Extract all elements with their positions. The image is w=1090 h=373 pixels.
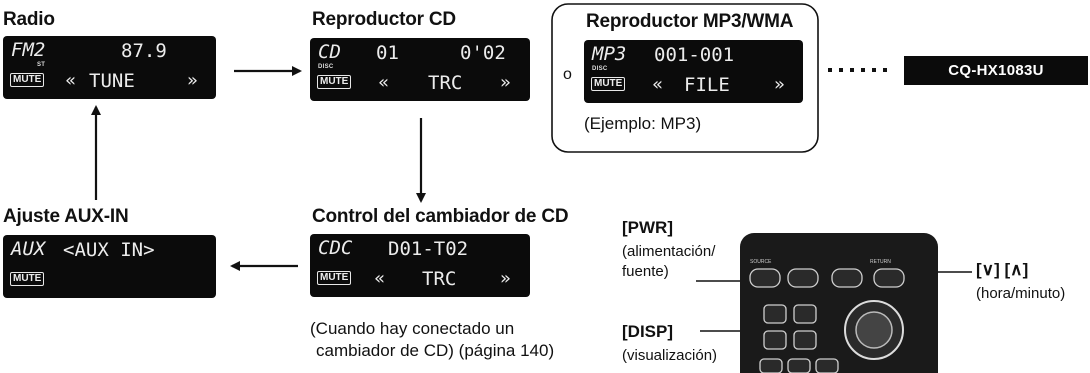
disc-indicator: DISC (592, 66, 608, 72)
cd-function: TRC (428, 72, 463, 94)
radio-frequency: 87.9 (121, 40, 167, 62)
chevron-right-icon: » (500, 72, 512, 93)
disp-desc: (visualización) (622, 347, 718, 364)
pwr-desc-line2: fuente) (622, 263, 669, 280)
mp3-mode: MP3 (592, 43, 627, 65)
mute-indicator: MUTE (317, 271, 352, 285)
aux-display: AUX <AUX IN> MUTE (3, 235, 216, 298)
chevron-left-icon: « (374, 268, 386, 289)
mp3-frame (551, 3, 819, 153)
mp3-file-number: 001-001 (654, 44, 735, 66)
changer-note-line1: (Cuando hay conectado un (310, 319, 515, 338)
disc-indicator: DISC (318, 64, 334, 70)
changer-heading: Control del cambiador de CD (312, 206, 569, 227)
chevron-left-icon: « (65, 70, 77, 91)
stereo-indicator: ST (37, 62, 46, 68)
up-down-desc: (hora/minuto) (976, 285, 1066, 302)
mp3-note: (Ejemplo: MP3) (584, 114, 702, 133)
changer-note-line2: cambiador de CD) (página 140) (316, 341, 555, 360)
disp-label: [DISP] (622, 322, 673, 341)
mp3-heading: Reproductor MP3/WMA (586, 11, 794, 32)
aux-heading: Ajuste AUX-IN (3, 206, 129, 227)
mp3-display: MP3 DISC 001-001 MUTE « FILE » (584, 40, 803, 103)
mp3-function: FILE (684, 74, 730, 96)
cd-time: 0'02 (460, 42, 506, 64)
cd-display: CD DISC 01 0'02 MUTE « TRC » (310, 38, 530, 101)
aux-mode: AUX (11, 238, 46, 260)
changer-display: CDC D01-T02 MUTE « TRC » (310, 234, 530, 297)
or-label: o (563, 66, 572, 83)
cd-heading: Reproductor CD (312, 9, 456, 30)
control-panel: SOURCE RETURN (740, 233, 938, 373)
pwr-label: [PWR] (622, 218, 673, 237)
cd-track: 01 (376, 42, 399, 64)
changer-function: TRC (422, 268, 457, 290)
chevron-left-icon: « (378, 72, 390, 93)
up-down-label: [∨] [∧] (976, 260, 1029, 279)
radio-mode: FM2 (11, 39, 46, 61)
mute-indicator: MUTE (10, 73, 45, 87)
svg-text:SOURCE: SOURCE (750, 259, 772, 265)
cd-mode: CD (318, 41, 341, 63)
aux-value: <AUX IN> (63, 239, 155, 261)
radio-function: TUNE (89, 70, 135, 92)
mute-indicator: MUTE (10, 272, 45, 286)
chevron-right-icon: » (774, 74, 786, 95)
radio-heading: Radio (3, 9, 55, 30)
radio-display: FM2 ST 87.9 MUTE « TUNE » (3, 36, 216, 99)
pwr-desc-line1: (alimentación/ (622, 243, 716, 260)
svg-text:RETURN: RETURN (870, 259, 891, 265)
changer-value: D01-T02 (388, 238, 469, 260)
mute-indicator: MUTE (591, 77, 626, 91)
chevron-right-icon: » (500, 268, 512, 289)
model-badge: CQ-HX1083U (904, 56, 1088, 85)
mute-indicator: MUTE (317, 75, 352, 89)
changer-mode: CDC (318, 237, 353, 259)
chevron-left-icon: « (652, 74, 664, 95)
chevron-right-icon: » (187, 70, 199, 91)
